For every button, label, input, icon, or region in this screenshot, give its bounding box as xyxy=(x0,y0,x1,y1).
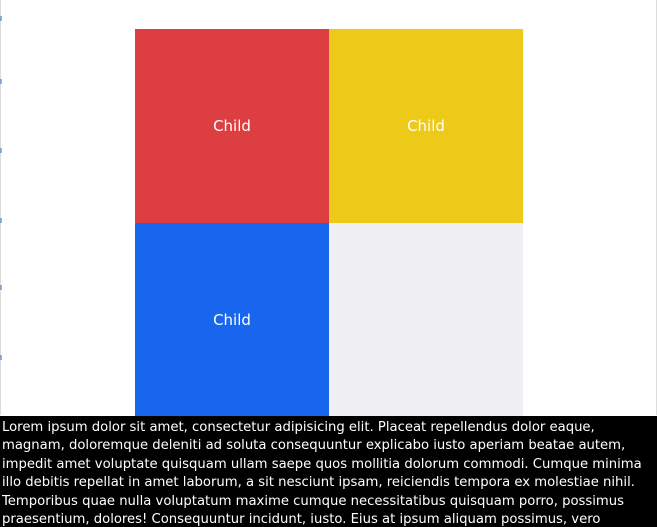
edge-marker xyxy=(0,79,2,84)
child-box-yellow: Child xyxy=(329,29,523,223)
edge-marker xyxy=(0,355,2,360)
empty-grid-cell xyxy=(329,223,523,417)
child-label: Child xyxy=(213,117,251,135)
flex-grid-container: Child Child Child xyxy=(135,29,523,417)
left-window-edge xyxy=(0,0,2,415)
edge-marker xyxy=(0,218,2,223)
child-label: Child xyxy=(407,117,445,135)
lorem-text-block: Lorem ipsum dolor sit amet, consectetur … xyxy=(0,416,657,527)
edge-marker xyxy=(0,285,2,290)
child-box-red: Child xyxy=(135,29,329,223)
child-label: Child xyxy=(213,311,251,329)
edge-marker xyxy=(0,16,2,21)
edge-marker xyxy=(0,148,2,153)
child-box-blue: Child xyxy=(135,223,329,417)
